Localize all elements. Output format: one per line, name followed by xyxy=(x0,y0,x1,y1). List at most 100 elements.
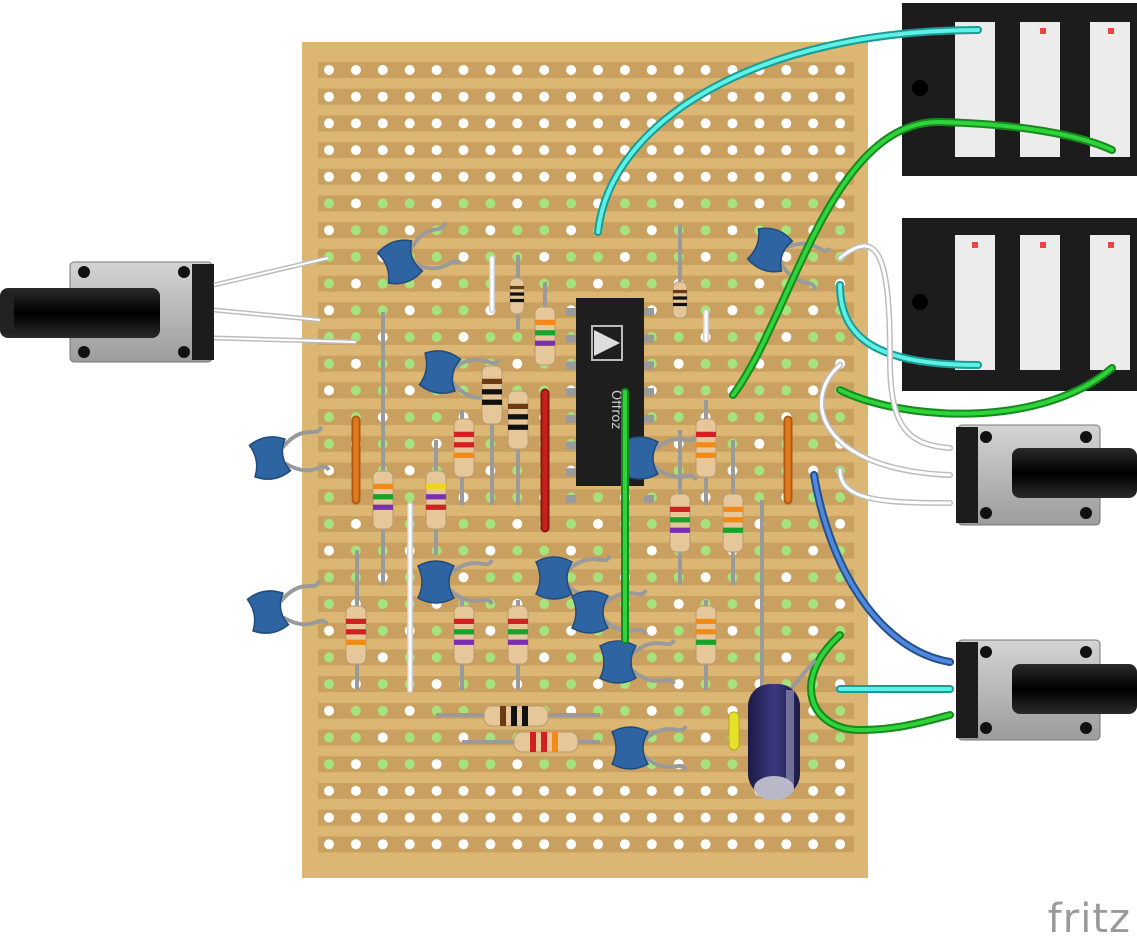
potentiometer-right-top[interactable] xyxy=(956,424,1137,526)
resistor[interactable] xyxy=(722,493,744,553)
board-hole xyxy=(324,358,334,369)
board-hole xyxy=(700,572,711,583)
board-hole xyxy=(539,812,550,823)
board-hole xyxy=(350,358,361,369)
copper-strip xyxy=(318,195,854,212)
board-hole xyxy=(700,732,711,743)
resistor[interactable] xyxy=(695,605,717,665)
resistor[interactable] xyxy=(481,365,503,425)
board-hole xyxy=(324,278,334,289)
board-hole xyxy=(754,198,765,209)
board-hole xyxy=(566,198,577,209)
board-hole xyxy=(646,65,657,75)
board-hole xyxy=(431,305,442,316)
resistor[interactable] xyxy=(453,605,475,665)
board-hole xyxy=(404,198,415,209)
board-hole xyxy=(485,759,496,770)
board-hole xyxy=(350,839,361,850)
board-hole xyxy=(835,812,846,823)
resistor[interactable] xyxy=(669,493,691,553)
board-hole xyxy=(727,251,738,262)
board-hole xyxy=(404,91,415,102)
resistor[interactable] xyxy=(507,605,529,665)
ceramic-capacitor[interactable] xyxy=(746,223,832,291)
resistor[interactable] xyxy=(507,390,529,450)
ceramic-capacitor[interactable] xyxy=(417,558,494,606)
board-hole xyxy=(404,305,415,316)
resistor[interactable] xyxy=(372,470,394,530)
resistor[interactable] xyxy=(453,418,475,478)
board-hole xyxy=(377,679,388,690)
board-hole xyxy=(404,812,415,823)
board-hole xyxy=(350,225,361,236)
resistor[interactable] xyxy=(483,705,549,727)
board-hole xyxy=(673,332,684,342)
resistor[interactable] xyxy=(534,306,556,366)
board-hole xyxy=(619,171,630,182)
board-hole xyxy=(808,785,819,796)
copper-strip xyxy=(318,62,854,78)
board-hole xyxy=(646,171,657,182)
resistor[interactable] xyxy=(509,277,525,315)
board-hole xyxy=(619,65,630,75)
board-hole xyxy=(377,812,388,823)
board-hole xyxy=(808,839,819,850)
resistor[interactable] xyxy=(513,731,579,753)
copper-strip xyxy=(318,515,854,532)
board-hole xyxy=(324,198,334,209)
resistor[interactable] xyxy=(425,470,447,530)
ceramic-capacitor[interactable] xyxy=(248,425,331,483)
board-hole xyxy=(673,412,684,423)
board-hole xyxy=(646,225,657,236)
board-hole xyxy=(377,145,388,156)
board-hole xyxy=(727,679,738,690)
board-hole xyxy=(350,705,361,716)
board-hole xyxy=(808,518,819,529)
resistor[interactable] xyxy=(345,605,367,665)
board-hole xyxy=(808,732,819,743)
board-hole xyxy=(431,812,442,823)
board-hole xyxy=(808,545,819,556)
board-hole xyxy=(539,625,550,636)
board-hole xyxy=(377,65,388,75)
ceramic-capacitor[interactable] xyxy=(246,579,329,637)
board-hole xyxy=(350,278,361,289)
board-hole xyxy=(593,572,603,583)
board-hole xyxy=(754,438,765,449)
board-hole xyxy=(485,118,496,129)
board-hole xyxy=(566,91,577,102)
potentiometer-left[interactable] xyxy=(0,261,214,363)
board-hole xyxy=(431,679,442,690)
ceramic-capacitor[interactable] xyxy=(611,724,688,772)
board-hole xyxy=(593,812,603,823)
board-hole xyxy=(431,652,442,663)
led[interactable] xyxy=(728,711,740,751)
ceramic-capacitor[interactable] xyxy=(571,588,648,636)
board-hole xyxy=(431,732,442,743)
board-hole xyxy=(324,412,334,423)
board-hole xyxy=(539,225,550,236)
board-hole xyxy=(324,759,334,770)
board-hole xyxy=(377,278,388,289)
ceramic-capacitor[interactable] xyxy=(376,221,462,289)
board-hole xyxy=(593,492,603,503)
ceramic-capacitor[interactable] xyxy=(599,638,676,686)
board-hole xyxy=(404,839,415,850)
board-hole xyxy=(458,225,469,236)
board-hole xyxy=(431,785,442,796)
board-hole xyxy=(781,332,792,342)
resistor[interactable] xyxy=(695,418,717,478)
electrolytic-capacitor[interactable] xyxy=(748,658,817,800)
board-hole xyxy=(458,198,469,209)
board-hole xyxy=(619,198,630,209)
resistor[interactable] xyxy=(672,281,688,319)
copper-strip xyxy=(318,88,854,105)
board-hole xyxy=(377,625,388,636)
board-hole xyxy=(350,118,361,129)
board-hole xyxy=(404,65,415,75)
board-hole xyxy=(512,759,523,770)
ceramic-capacitor[interactable] xyxy=(621,434,698,482)
board-hole xyxy=(404,412,415,423)
ceramic-capacitor[interactable] xyxy=(418,347,501,405)
potentiometer-right-bottom[interactable] xyxy=(956,639,1137,741)
